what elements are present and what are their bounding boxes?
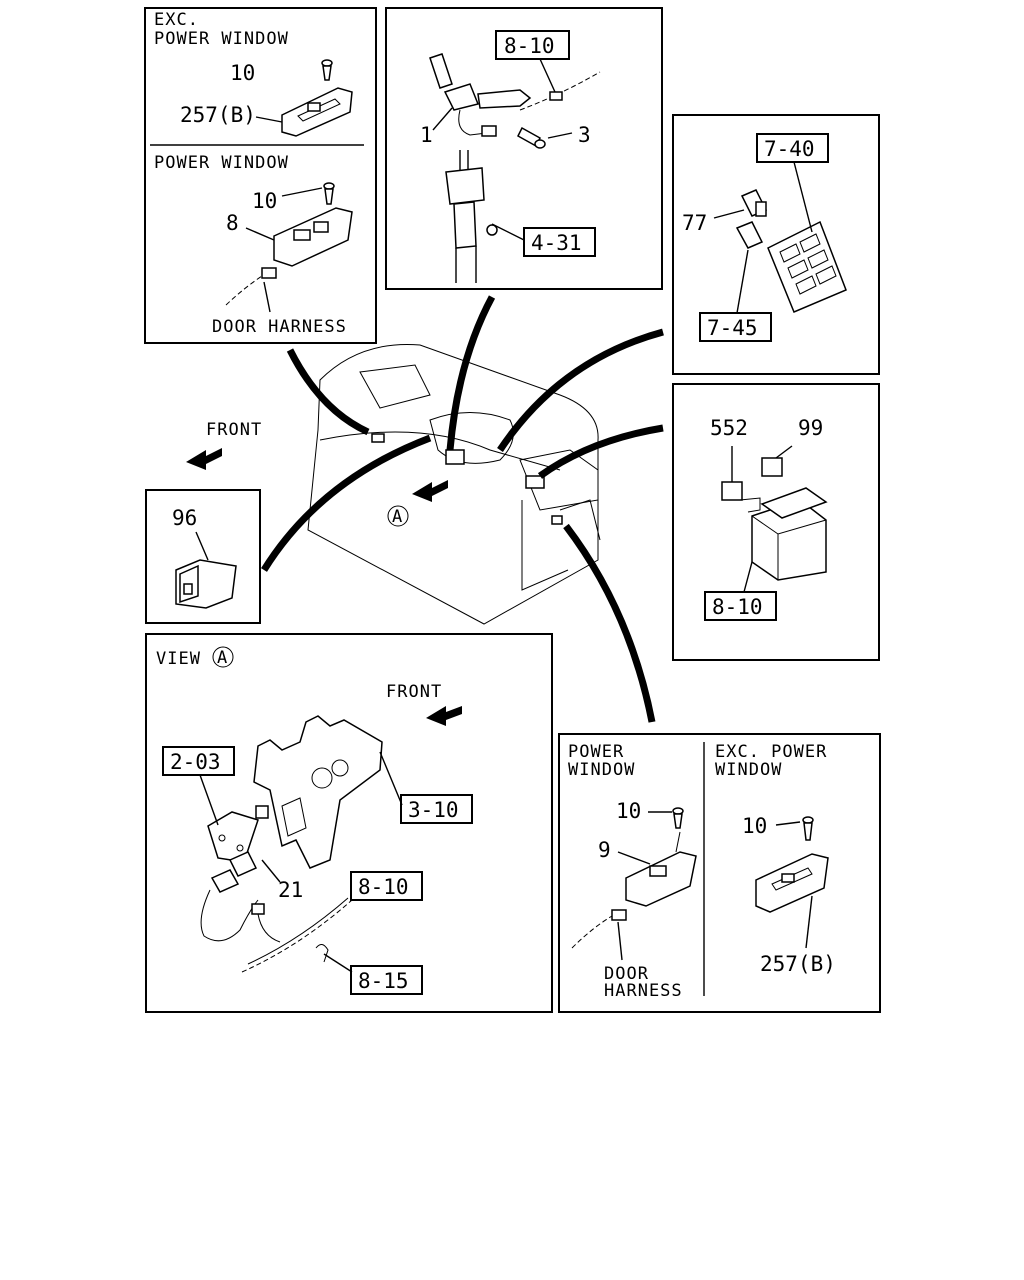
label-window: WINDOW xyxy=(715,760,782,780)
ref-box xyxy=(704,591,777,621)
front-arrow-icon xyxy=(426,706,462,726)
leader-curve xyxy=(537,424,664,479)
mounting-plate-icon xyxy=(199,774,259,863)
fuse-block-icon xyxy=(739,487,828,593)
ref-box xyxy=(699,312,772,342)
power-window-switch-icon xyxy=(617,831,697,907)
ref-4-31: 4-31 xyxy=(531,231,582,255)
label-door: DOOR xyxy=(604,964,649,984)
ref-box xyxy=(162,746,235,776)
callout-77: 77 xyxy=(682,211,707,235)
label-harness: HARNESS xyxy=(604,981,683,1001)
callout-8: 8 xyxy=(226,211,239,235)
callout-99: 99 xyxy=(798,416,823,440)
leader-curve xyxy=(497,328,664,452)
ref-8-10: 8-10 xyxy=(504,34,555,58)
connector-icon xyxy=(225,267,277,313)
front-arrow-icon xyxy=(186,448,222,470)
view-marker-label: A xyxy=(392,507,403,527)
ref-box xyxy=(400,794,473,824)
power-window-switch-icon xyxy=(245,207,353,267)
ref-box xyxy=(350,965,423,995)
callout-1: 1 xyxy=(420,123,433,147)
callout-10: 10 xyxy=(616,799,641,823)
leader-curve xyxy=(563,523,656,723)
view-arrow-icon xyxy=(412,480,448,502)
label-window: WINDOW xyxy=(568,760,635,780)
label-front: FRONT xyxy=(386,682,442,702)
view-marker-circle xyxy=(387,505,409,527)
ref-box xyxy=(495,30,570,60)
harness-icon xyxy=(241,897,353,973)
callout-257b: 257(B) xyxy=(760,952,836,976)
sensor-icon xyxy=(200,805,281,943)
relay-icon xyxy=(721,446,743,501)
connector-icon xyxy=(571,909,627,961)
switch-icon xyxy=(175,531,237,609)
callout-3: 3 xyxy=(578,123,591,147)
leader-curve xyxy=(286,348,370,436)
leader-curve xyxy=(446,295,496,451)
callout-10: 10 xyxy=(230,61,255,85)
ref-8-15: 8-15 xyxy=(358,969,409,993)
callout-10: 10 xyxy=(742,814,767,838)
ref-3-10: 3-10 xyxy=(408,798,459,822)
view-title: VIEW xyxy=(156,649,201,669)
screw-icon xyxy=(648,807,684,829)
ref-box xyxy=(756,133,829,163)
ref-8-10: 8-10 xyxy=(712,595,763,619)
ref-box xyxy=(523,227,596,257)
panel-view-a: VIEW A FRONT 2-03 3-10 8-10 8-15 21 xyxy=(145,633,553,1013)
screw-icon xyxy=(517,126,573,149)
callout-552: 552 xyxy=(710,416,748,440)
ref-7-45: 7-45 xyxy=(707,316,758,340)
ref-7-40: 7-40 xyxy=(764,137,815,161)
relay-icon xyxy=(761,445,793,477)
dashboard-overview: FRONT A xyxy=(186,295,664,723)
screw-icon xyxy=(321,59,333,81)
screw-icon xyxy=(281,182,335,205)
panel-switch-96: 96 xyxy=(145,489,261,624)
panel-window-switch-front: EXC. POWER WINDOW POWER WINDOW DOOR HARN… xyxy=(144,7,377,344)
ref-box xyxy=(350,871,423,901)
label-power: POWER xyxy=(568,742,624,762)
callout-257b: 257(B) xyxy=(180,103,256,127)
relay-icon xyxy=(735,221,764,314)
ref-2-03: 2-03 xyxy=(170,750,221,774)
label-power-window: POWER WINDOW xyxy=(154,153,289,173)
view-marker-label: A xyxy=(217,648,228,668)
leader-curve xyxy=(261,434,432,572)
switch-bezel-icon xyxy=(255,87,353,137)
steering-column-icon xyxy=(445,150,525,283)
callout-96: 96 xyxy=(172,506,197,530)
combination-switch-icon xyxy=(429,53,532,137)
callout-21: 21 xyxy=(278,878,303,902)
ref-8-10: 8-10 xyxy=(358,875,409,899)
bracket-icon xyxy=(253,715,403,869)
label-front: FRONT xyxy=(206,420,262,440)
callout-10: 10 xyxy=(252,189,277,213)
fuse-block-icon xyxy=(767,161,847,313)
label-exc-power-window: POWER WINDOW xyxy=(154,29,289,49)
panel-window-switch-rear: POWER WINDOW EXC. POWER WINDOW DOOR HARN… xyxy=(558,733,881,1013)
switch-bezel-icon xyxy=(755,853,829,949)
label-exc: EXC. xyxy=(154,10,199,30)
panel-steering-column: 8-10 4-31 1 3 xyxy=(385,7,663,290)
relay-icon xyxy=(713,189,768,219)
panel-relays: 552 99 8-10 xyxy=(672,383,880,661)
callout-9: 9 xyxy=(598,838,611,862)
label-exc-power: EXC. POWER xyxy=(715,742,827,762)
screw-icon xyxy=(775,816,814,841)
harness-icon xyxy=(519,58,601,111)
panel-relay-box: 7-40 7-45 77 xyxy=(672,114,880,375)
label-door-harness: DOOR HARNESS xyxy=(212,317,347,337)
